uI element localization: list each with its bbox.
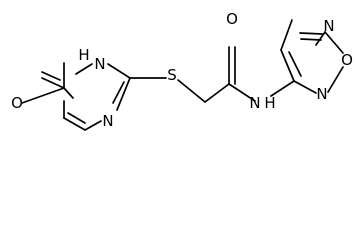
atom-label: N <box>94 55 105 73</box>
bond <box>63 87 74 99</box>
bond <box>324 31 344 54</box>
atom-label: N <box>316 85 327 103</box>
atom-label: H <box>78 46 89 64</box>
bond <box>315 31 326 46</box>
bond <box>67 112 86 124</box>
atom-label: S <box>167 66 177 84</box>
atom-label: N <box>249 94 260 112</box>
atom-label: O <box>11 94 23 112</box>
bond <box>41 71 61 81</box>
bond <box>228 83 256 102</box>
atom-label: N <box>102 112 113 130</box>
atom-label: N <box>323 17 334 35</box>
bond <box>327 66 344 93</box>
bond <box>116 77 131 111</box>
atom-label: H <box>264 94 275 112</box>
bond <box>270 80 295 97</box>
bond <box>177 79 206 103</box>
bond <box>41 77 65 89</box>
molecule-diagram: O H N N S O N H O N N <box>11 10 353 131</box>
bond <box>75 63 93 75</box>
bond <box>112 81 125 104</box>
bond <box>280 49 295 82</box>
bond <box>288 51 302 77</box>
bond <box>204 83 230 103</box>
bond <box>299 32 323 35</box>
bond <box>300 38 322 41</box>
bond <box>107 63 131 79</box>
bond <box>280 19 293 51</box>
bond <box>84 120 102 131</box>
atom-label: O <box>341 51 353 69</box>
atom-label: O <box>226 10 238 28</box>
furazan-ring <box>280 19 344 94</box>
structure-svg: O H N N S O N H O N N <box>11 10 353 131</box>
bond <box>63 117 86 131</box>
pyrimidinone-ring <box>21 62 131 131</box>
bond <box>21 87 65 104</box>
bond <box>293 80 317 94</box>
